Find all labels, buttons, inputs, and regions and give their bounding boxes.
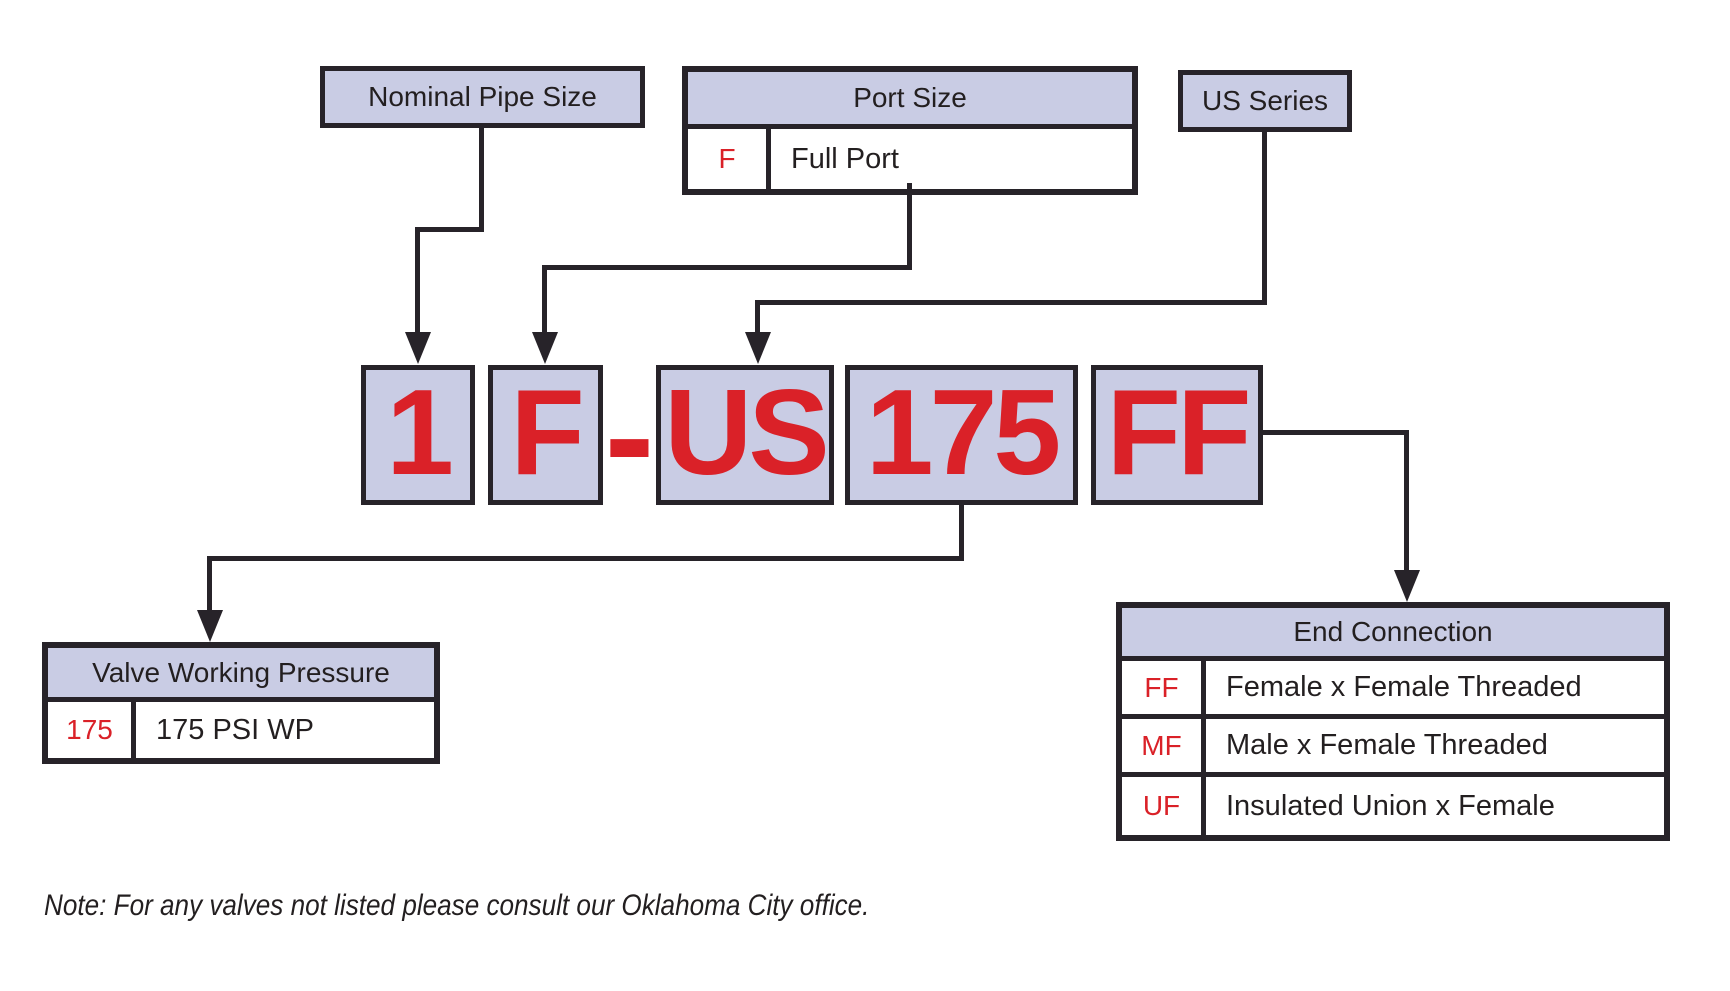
- model-segment-f: F: [488, 365, 603, 505]
- model-segment-175: 175: [845, 365, 1078, 505]
- port-size-label-cell: Full Port: [791, 142, 899, 175]
- vwp-label-cell: 175 PSI WP: [156, 713, 314, 746]
- connector-nominal-v2: [415, 227, 420, 336]
- connector-us-v1: [1262, 130, 1267, 305]
- nominal-pipe-size-box: Nominal Pipe Size: [320, 66, 645, 128]
- connector-175-h1: [207, 556, 964, 561]
- valve-working-pressure-table: Valve Working Pressure 175 175 PSI WP: [42, 642, 440, 764]
- end-connection-row-uf: UF Insulated Union x Female: [1122, 777, 1664, 835]
- model-segment-1: 1: [361, 365, 475, 505]
- connector-ff-v1: [1404, 430, 1409, 572]
- end-connection-header: End Connection: [1122, 608, 1664, 661]
- vwp-code-cell: 175: [48, 702, 136, 758]
- arrow-to-valve-working-pressure: [197, 610, 223, 642]
- end-connection-label-cell: Insulated Union x Female: [1226, 789, 1555, 822]
- nominal-pipe-size-title: Nominal Pipe Size: [368, 81, 597, 112]
- port-size-header: Port Size: [688, 72, 1132, 129]
- end-connection-code-cell: MF: [1122, 719, 1206, 772]
- end-connection-code-cell: FF: [1122, 661, 1206, 714]
- us-series-box: US Series: [1178, 70, 1352, 132]
- end-connection-table: End Connection FF Female x Female Thread…: [1116, 602, 1670, 841]
- footnote: Note: For any valves not listed please c…: [44, 889, 870, 922]
- model-separator-dash: -: [604, 351, 655, 519]
- connector-us-v2: [755, 300, 760, 336]
- end-connection-code-cell: UF: [1122, 777, 1206, 835]
- arrow-to-segment-us: [745, 332, 771, 364]
- port-size-row: F Full Port: [688, 129, 1132, 189]
- connector-175-v2: [207, 556, 212, 614]
- port-size-title: Port Size: [853, 82, 967, 113]
- arrow-to-end-connection: [1394, 570, 1420, 602]
- port-size-table: Port Size F Full Port: [682, 66, 1138, 195]
- connector-port-h1: [542, 265, 912, 270]
- us-series-title: US Series: [1201, 85, 1329, 116]
- connector-nominal-v1: [479, 126, 484, 232]
- connector-port-v1: [907, 183, 912, 270]
- end-connection-label-cell: Male x Female Threaded: [1226, 729, 1548, 761]
- valve-working-pressure-header: Valve Working Pressure: [48, 648, 434, 702]
- end-connection-label-cell: Female x Female Threaded: [1226, 671, 1582, 703]
- arrow-to-segment-1: [405, 332, 431, 364]
- connector-port-v2: [542, 265, 547, 336]
- connector-nominal-h1: [415, 227, 484, 232]
- model-segment-us: US: [656, 365, 834, 505]
- connector-us-h1: [755, 300, 1267, 305]
- end-connection-row-mf: MF Male x Female Threaded: [1122, 719, 1664, 777]
- end-connection-title: End Connection: [1293, 616, 1493, 647]
- connector-ff-h1: [1261, 430, 1409, 435]
- model-segment-ff: FF: [1091, 365, 1263, 505]
- arrow-to-segment-f: [532, 332, 558, 364]
- port-size-code-cell: F: [688, 129, 771, 189]
- connector-175-v1: [959, 503, 964, 561]
- valve-working-pressure-title: Valve Working Pressure: [92, 656, 390, 688]
- end-connection-row-ff: FF Female x Female Threaded: [1122, 661, 1664, 719]
- valve-working-pressure-row: 175 175 PSI WP: [48, 702, 434, 758]
